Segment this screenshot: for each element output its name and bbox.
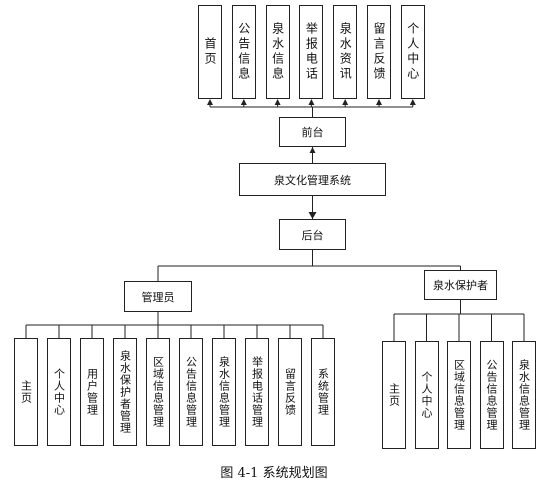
module-label: 留言反馈 <box>283 368 297 416</box>
module-label: 公告信息管理 <box>485 359 498 431</box>
module-box: 首页 <box>198 5 222 99</box>
arrow-down-icon <box>308 212 317 219</box>
module-label: 泉水信息管理 <box>217 356 231 428</box>
arrow-up-icon <box>240 99 247 105</box>
module-box: 公告信息管理 <box>179 338 203 446</box>
module-label: 主页 <box>387 383 401 407</box>
admin-node: 管理员 <box>124 281 192 312</box>
module-label: 举报电话管理 <box>250 356 264 428</box>
module-box: 举报电话 <box>299 5 324 99</box>
module-label: 系统管理 <box>316 368 330 416</box>
backend-node: 后台 <box>279 219 346 250</box>
arrow-up-icon <box>376 99 382 105</box>
module-box: 主页 <box>14 338 38 446</box>
module-box: 系统管理 <box>311 338 335 446</box>
module-label: 区域信息管理 <box>452 359 466 431</box>
module-label: 举报电话 <box>304 22 319 82</box>
root-node: 泉文化管理系统 <box>239 163 386 196</box>
frontend-node: 前台 <box>279 117 346 147</box>
module-label: 用户管理 <box>85 368 99 416</box>
module-box: 泉水信息 <box>265 5 290 99</box>
module-box: 用户管理 <box>80 338 104 446</box>
module-label: 区域信息管理 <box>151 356 165 428</box>
module-box: 留言反馈 <box>367 5 391 99</box>
module-box: 主页 <box>382 341 406 449</box>
module-box: 泉水资讯 <box>333 5 358 99</box>
arrow-up-icon <box>309 147 316 153</box>
module-box: 个人中心 <box>400 5 425 99</box>
module-label: 公告信息管理 <box>184 356 198 428</box>
arrow-up-icon <box>342 99 349 105</box>
module-box: 留言反馈 <box>278 338 302 446</box>
module-label: 泉水保护者管理 <box>118 350 132 434</box>
module-label: 泉水信息管理 <box>517 359 531 431</box>
arrow-up-icon <box>207 99 213 105</box>
module-label: 个人中心 <box>52 368 66 416</box>
module-box: 个人中心 <box>47 338 71 446</box>
module-box: 泉水信息管理 <box>512 341 536 449</box>
module-box: 区域信息管理 <box>447 341 471 449</box>
module-box: 公告信息 <box>231 5 256 99</box>
protector-node: 泉水保护者 <box>424 270 497 300</box>
module-label: 个人中心 <box>420 371 433 419</box>
module-label: 留言反馈 <box>372 22 386 82</box>
arrow-up-icon <box>409 99 416 105</box>
module-box: 举报电话管理 <box>245 338 269 446</box>
module-box: 区域信息管理 <box>146 338 170 446</box>
figure-caption: 图 4-1 系统规划图 <box>220 466 328 481</box>
module-label: 公告信息 <box>236 22 251 82</box>
module-box: 泉水保护者管理 <box>113 338 137 446</box>
module-label: 泉水资讯 <box>338 22 353 82</box>
arrow-up-icon <box>308 99 315 105</box>
module-label: 泉水信息 <box>270 22 285 82</box>
module-box: 公告信息管理 <box>479 341 504 449</box>
arrow-up-icon <box>274 99 281 105</box>
module-box: 泉水信息管理 <box>212 338 236 446</box>
module-label: 首页 <box>203 37 217 67</box>
module-label: 个人中心 <box>405 22 420 82</box>
module-box: 个人中心 <box>414 341 439 449</box>
module-label: 主页 <box>19 380 33 404</box>
